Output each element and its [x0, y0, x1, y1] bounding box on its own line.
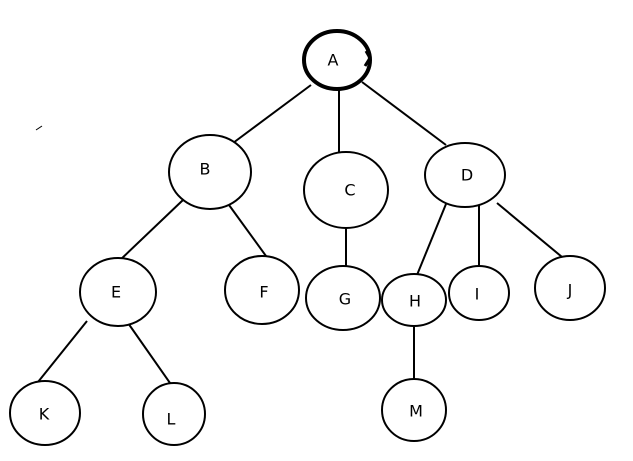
tree-node-l: L	[142, 382, 206, 446]
node-circle-h	[381, 273, 447, 327]
tree-node-h: H	[381, 273, 447, 327]
node-circle-i	[448, 265, 510, 321]
node-label-h: H	[409, 292, 421, 311]
edge-d-j	[496, 202, 563, 258]
node-circle-k	[9, 380, 81, 446]
node-circle-g	[305, 265, 381, 331]
node-circle-d	[424, 142, 506, 208]
edge-e-l	[127, 322, 171, 384]
node-label-g: G	[339, 290, 351, 309]
tree-node-f: F	[224, 255, 300, 325]
edge-a-b	[232, 84, 312, 144]
node-circle-b	[168, 134, 252, 210]
root-tick-mark	[363, 50, 372, 67]
node-label-b: B	[200, 160, 211, 179]
tree-node-c: C	[303, 151, 389, 229]
edge-b-f	[228, 204, 267, 257]
node-circle-m	[381, 378, 447, 442]
node-label-i: I	[475, 285, 480, 304]
tree-node-d: D	[424, 142, 506, 208]
tree-node-k: K	[9, 380, 81, 446]
stray-mark	[35, 125, 43, 131]
node-label-e: E	[111, 283, 121, 302]
tree-node-b: B	[168, 134, 252, 210]
edge-e-k	[37, 320, 88, 383]
node-circle-j	[534, 255, 606, 321]
node-label-c: C	[344, 181, 355, 200]
edge-b-e	[117, 199, 184, 263]
node-label-k: K	[39, 405, 50, 424]
node-label-j: J	[567, 281, 573, 300]
node-label-d: D	[461, 166, 473, 185]
edges-group	[37, 81, 563, 384]
tree-node-j: J	[534, 255, 606, 321]
tree-node-m: M	[381, 378, 447, 442]
edge-a-d	[361, 81, 447, 146]
node-circle-e	[79, 257, 157, 327]
nodes-group: A B C D E F G H	[9, 29, 606, 446]
tree-node-a: A	[302, 29, 372, 91]
tree-node-g: G	[305, 265, 381, 331]
edge-d-h	[416, 203, 447, 276]
tree-node-e: E	[79, 257, 157, 327]
node-circle-f	[224, 255, 300, 325]
node-label-l: L	[167, 410, 176, 429]
node-label-f: F	[259, 283, 268, 302]
node-label-a: A	[328, 51, 339, 70]
tree-node-i: I	[448, 265, 510, 321]
node-circle-l	[142, 382, 206, 446]
node-circle-c	[303, 151, 389, 229]
node-label-m: M	[409, 402, 423, 421]
